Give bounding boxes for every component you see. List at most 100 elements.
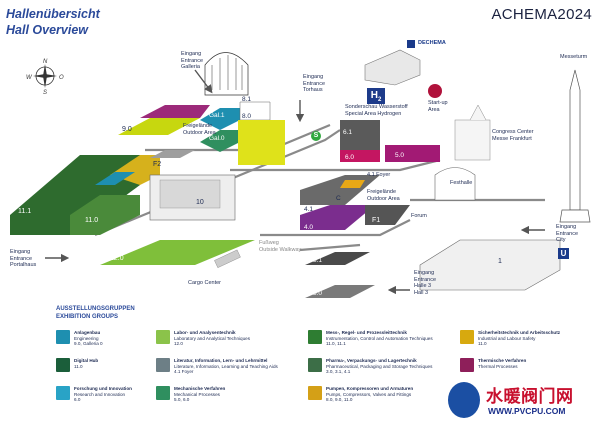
- hall-f1-label: F1: [372, 217, 380, 224]
- galleria-0[interactable]: [200, 130, 240, 152]
- hall-6-0-label: 6.0: [345, 154, 354, 161]
- plant-engineering-icon: [56, 330, 70, 344]
- dechema-label: DECHEMA: [418, 40, 446, 46]
- hydrogen-badge-icon: H2: [367, 88, 385, 104]
- messeturm-tower[interactable]: [559, 69, 591, 223]
- hall-f2-label: F2: [153, 161, 161, 168]
- hall-8-1-label: 8.1: [242, 96, 251, 103]
- watermark-logo-icon: [448, 382, 480, 418]
- legend-item-de: Pumpen, Kompressoren und Armaturen: [326, 386, 414, 391]
- festhalle-label: Festhalle: [450, 180, 473, 186]
- galleria-1-label: Gal.1: [209, 112, 225, 119]
- legend-item-halls: 11.0: [74, 363, 83, 369]
- page-title: Hallenübersicht Hall Overview: [6, 6, 100, 38]
- hall-10-label: 10: [196, 199, 204, 206]
- hall-3-0-label: 3.0: [313, 290, 322, 297]
- legend-item-de: Digital Hub: [74, 358, 99, 363]
- congress-center-building[interactable]: [454, 104, 491, 161]
- h2-letter: H: [370, 90, 378, 101]
- legend-item: Literatur, Information, Lern- und Lehrmi…: [156, 358, 304, 375]
- hall-3-1-label: 3.1: [313, 257, 322, 264]
- legend-item-de: Sicherheitstechnik und Arbeitsschutz: [478, 330, 561, 335]
- dechema-building[interactable]: [364, 49, 421, 86]
- legend-item-en: Literature, Information, Learning and Te…: [174, 363, 278, 369]
- brand-logo: ACHEMA2024: [491, 6, 592, 23]
- digital-hub-icon: [56, 358, 70, 372]
- legend-item-halls: 4.1 Foyer: [174, 369, 194, 375]
- hall-3-1[interactable]: [305, 252, 370, 265]
- legend-item-en: Mechanical Processes: [174, 391, 220, 397]
- compass-s: S: [43, 90, 47, 96]
- legend-item-de: Pharma-, Verpackungs- und Lagertechnik: [326, 358, 417, 363]
- legend-item-halls: 8.0, 9.0, 11.0: [326, 397, 353, 403]
- hall-12-0-label: 12.0: [110, 255, 124, 262]
- hall-11-1[interactable]: [10, 155, 140, 235]
- legend-item-de: Literatur, Information, Lern- und Lehrmi…: [174, 358, 268, 363]
- hall-f1[interactable]: [365, 205, 410, 225]
- hall-8-0[interactable]: [238, 120, 285, 165]
- hall-11-0[interactable]: [70, 195, 140, 235]
- legend-item-halls: 3.0, 3.1, 4.1: [326, 369, 351, 375]
- legend-item-halls: 6.0: [74, 397, 81, 403]
- hall-map: N O S W 11.1 11.0 12.0 9.0 Gal.1 Gal.0 8…: [10, 40, 591, 298]
- legend-item-en: Instrumentation, Control and Automation …: [326, 335, 433, 341]
- galleria-0-label: Gal.0: [209, 135, 225, 142]
- safety-icon: [460, 330, 474, 344]
- hall-4-0-label: 4.0: [304, 224, 313, 231]
- hall-f2[interactable]: [150, 150, 195, 158]
- legend-item-en: Engineering: [74, 335, 99, 341]
- legend-item-halls: 12.0: [174, 341, 183, 347]
- cargo-center-building: [214, 249, 241, 268]
- legend-item-en: Laboratory and Analytical Techniques: [174, 335, 251, 341]
- legend-item-de: Mess-, Regel- und Prozessleittechnik: [326, 330, 407, 335]
- hall-4-1-label: 4.1: [304, 206, 313, 213]
- hall-3-0[interactable]: [305, 285, 375, 298]
- legend-item-en: Thermal Processes: [478, 363, 518, 369]
- hall-c-label: C: [336, 195, 341, 202]
- hall-5-0[interactable]: [385, 145, 440, 162]
- hall-12-0[interactable]: [100, 240, 255, 265]
- watermark: 水暖阀门网 WWW.PVCPU.COM: [448, 382, 598, 420]
- hall-4-0[interactable]: [300, 205, 375, 230]
- measuring-control-icon: [308, 330, 322, 344]
- legend-item-de: Forschung und Innovation: [74, 386, 132, 391]
- legend-item-en: Pumps, Compressors, Valves and Fittings: [326, 391, 412, 397]
- hall-9-0-label: 9.0: [122, 126, 132, 133]
- startup-badge-icon: [428, 84, 442, 98]
- hall-9-0[interactable]: [118, 118, 200, 135]
- legend-title: AUSSTELLUNGSGRUPPEN EXHIBITION GROUPS: [56, 306, 135, 320]
- hall-10[interactable]: [149, 174, 236, 221]
- hall-6-0[interactable]: [340, 150, 380, 162]
- legend-item-halls: 9.0, Galleria 0: [74, 341, 103, 347]
- galleria-1[interactable]: [200, 108, 240, 130]
- legend-item-de: Labor- und Analysentechnik: [174, 330, 236, 335]
- hall-11-0-label: 11.0: [85, 217, 98, 224]
- hall-6-1[interactable]: [340, 120, 380, 150]
- galleria-building[interactable]: [204, 52, 249, 96]
- title-german: Hallenübersicht: [6, 7, 100, 21]
- pumps-valves-icon: [308, 386, 322, 400]
- hall-8-0-label: 8.0: [242, 113, 251, 120]
- festhalle-building[interactable]: [434, 167, 476, 201]
- s-bahn-icon: S: [311, 131, 321, 141]
- hall-1[interactable]: [419, 239, 561, 291]
- cargo-center-label: Cargo Center: [188, 280, 222, 286]
